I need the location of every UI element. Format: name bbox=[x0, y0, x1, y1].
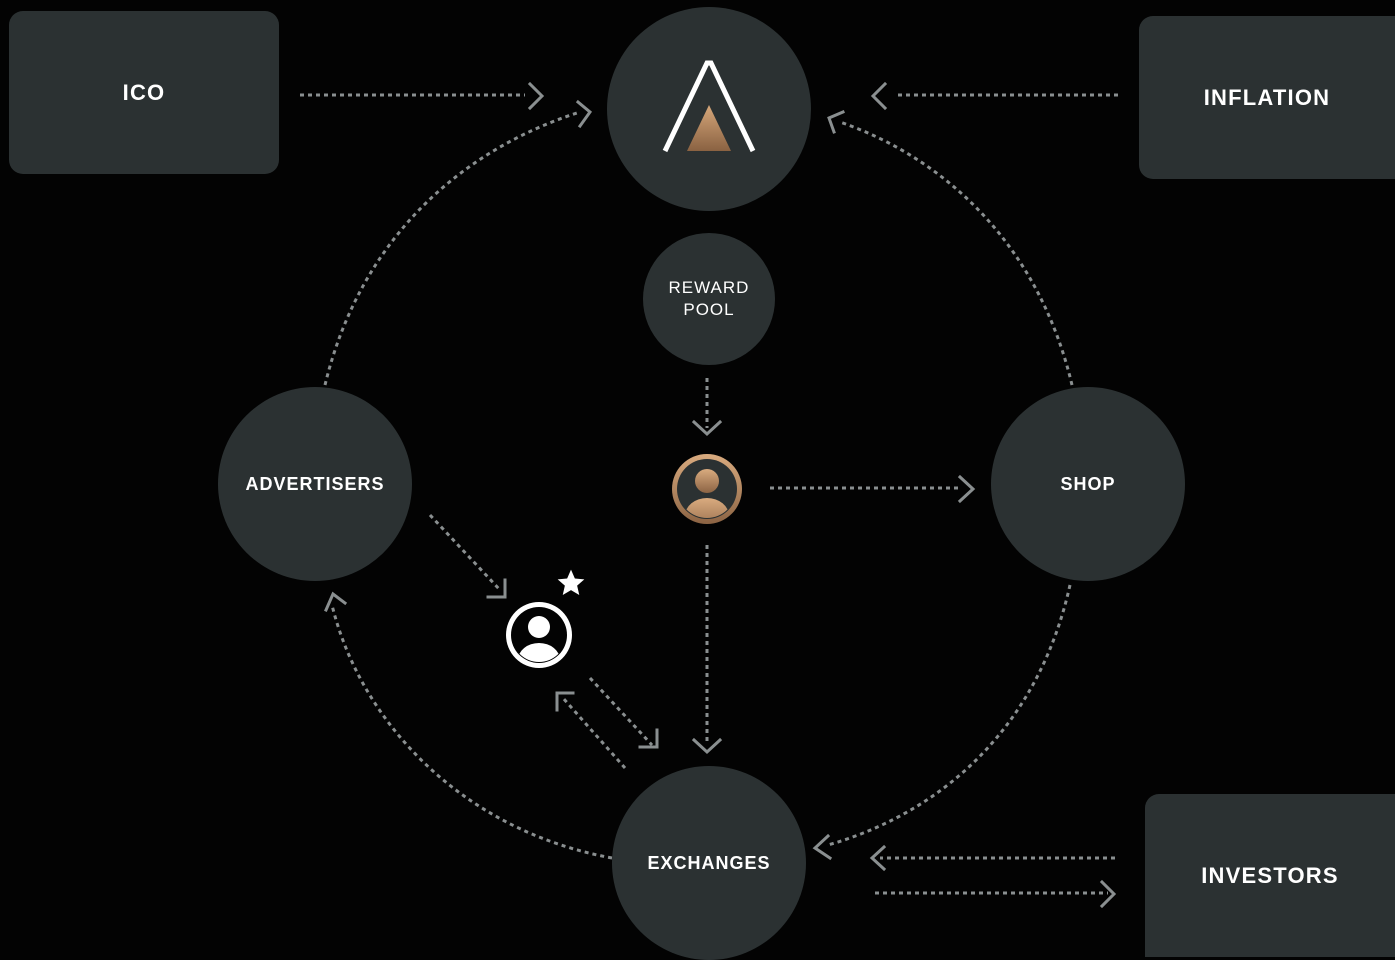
ico-label: ICO bbox=[122, 79, 166, 105]
arrow-advertisers-to-staruser bbox=[428, 513, 502, 592]
bronze-user-icon bbox=[672, 454, 742, 524]
arrow-shop-to-exchanges bbox=[827, 584, 1072, 847]
advertisers-label: ADVERTISERS bbox=[245, 473, 385, 494]
inflation-box: INFLATION bbox=[1139, 16, 1395, 179]
ico-box: ICO bbox=[9, 11, 279, 174]
reward-pool-label: REWARD POOL bbox=[668, 278, 750, 319]
white-user-icon bbox=[506, 602, 572, 668]
reward-pool-node: REWARD POOL bbox=[643, 233, 775, 365]
exchanges-label: EXCHANGES bbox=[647, 852, 771, 873]
inflation-label: INFLATION bbox=[1203, 84, 1331, 110]
arrow-exchanges-to-staruser bbox=[561, 697, 627, 769]
arrow-advertisers-to-logo bbox=[323, 110, 581, 386]
arrow-shop-to-logo bbox=[839, 120, 1074, 386]
arrow-exchanges-to-advertisers bbox=[330, 604, 613, 860]
advertisers-node: ADVERTISERS bbox=[218, 387, 412, 581]
investors-box: INVESTORS bbox=[1145, 794, 1395, 957]
arrow-staruser-to-exchanges bbox=[588, 676, 654, 747]
star-icon bbox=[557, 569, 585, 595]
logo-node bbox=[607, 7, 811, 211]
shop-node: SHOP bbox=[991, 387, 1185, 581]
exchanges-node: EXCHANGES bbox=[612, 766, 806, 960]
shop-label: SHOP bbox=[1060, 473, 1116, 494]
logo-a-icon bbox=[662, 60, 756, 153]
investors-label: INVESTORS bbox=[1201, 862, 1339, 888]
